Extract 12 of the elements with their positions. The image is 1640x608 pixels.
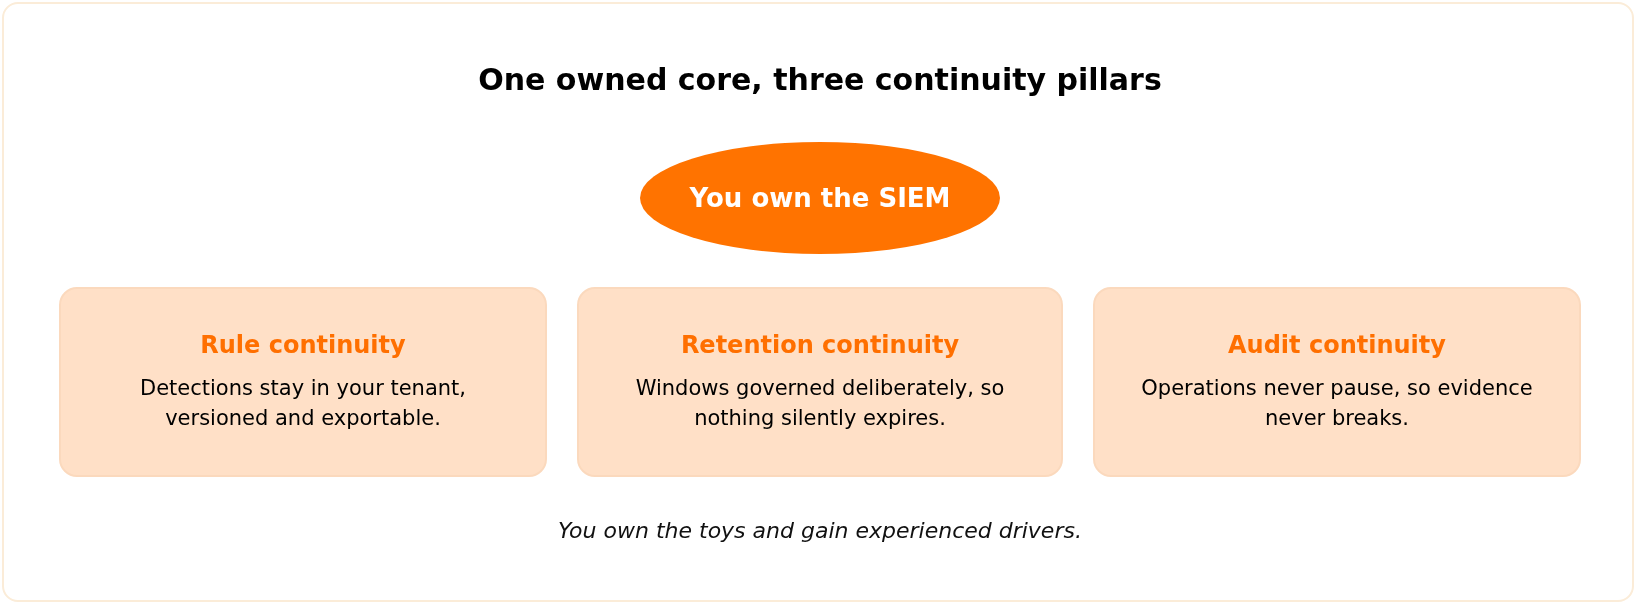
pillar-card [1093, 287, 1581, 477]
pillar-card [59, 287, 547, 477]
card-heading: Rule continuity [200, 330, 406, 359]
card-description: Detections stay in your tenant, versioned and exportable. [138, 374, 467, 432]
card-heading: Retention continuity [680, 330, 960, 359]
diagram-title: One owned core, three continuity pillars [477, 62, 1163, 97]
caption: You own the toys and gain experienced drivers. [557, 518, 1083, 543]
pillar-card [577, 287, 1063, 477]
card-heading: Audit continuity [1228, 330, 1446, 359]
card-description: Windows governed deliberately, so nothing silently expires. [634, 374, 1006, 432]
card-description: Operations never pause, so evidence never breaks. [1140, 374, 1534, 432]
core-label: You own the SIEM [689, 183, 951, 213]
